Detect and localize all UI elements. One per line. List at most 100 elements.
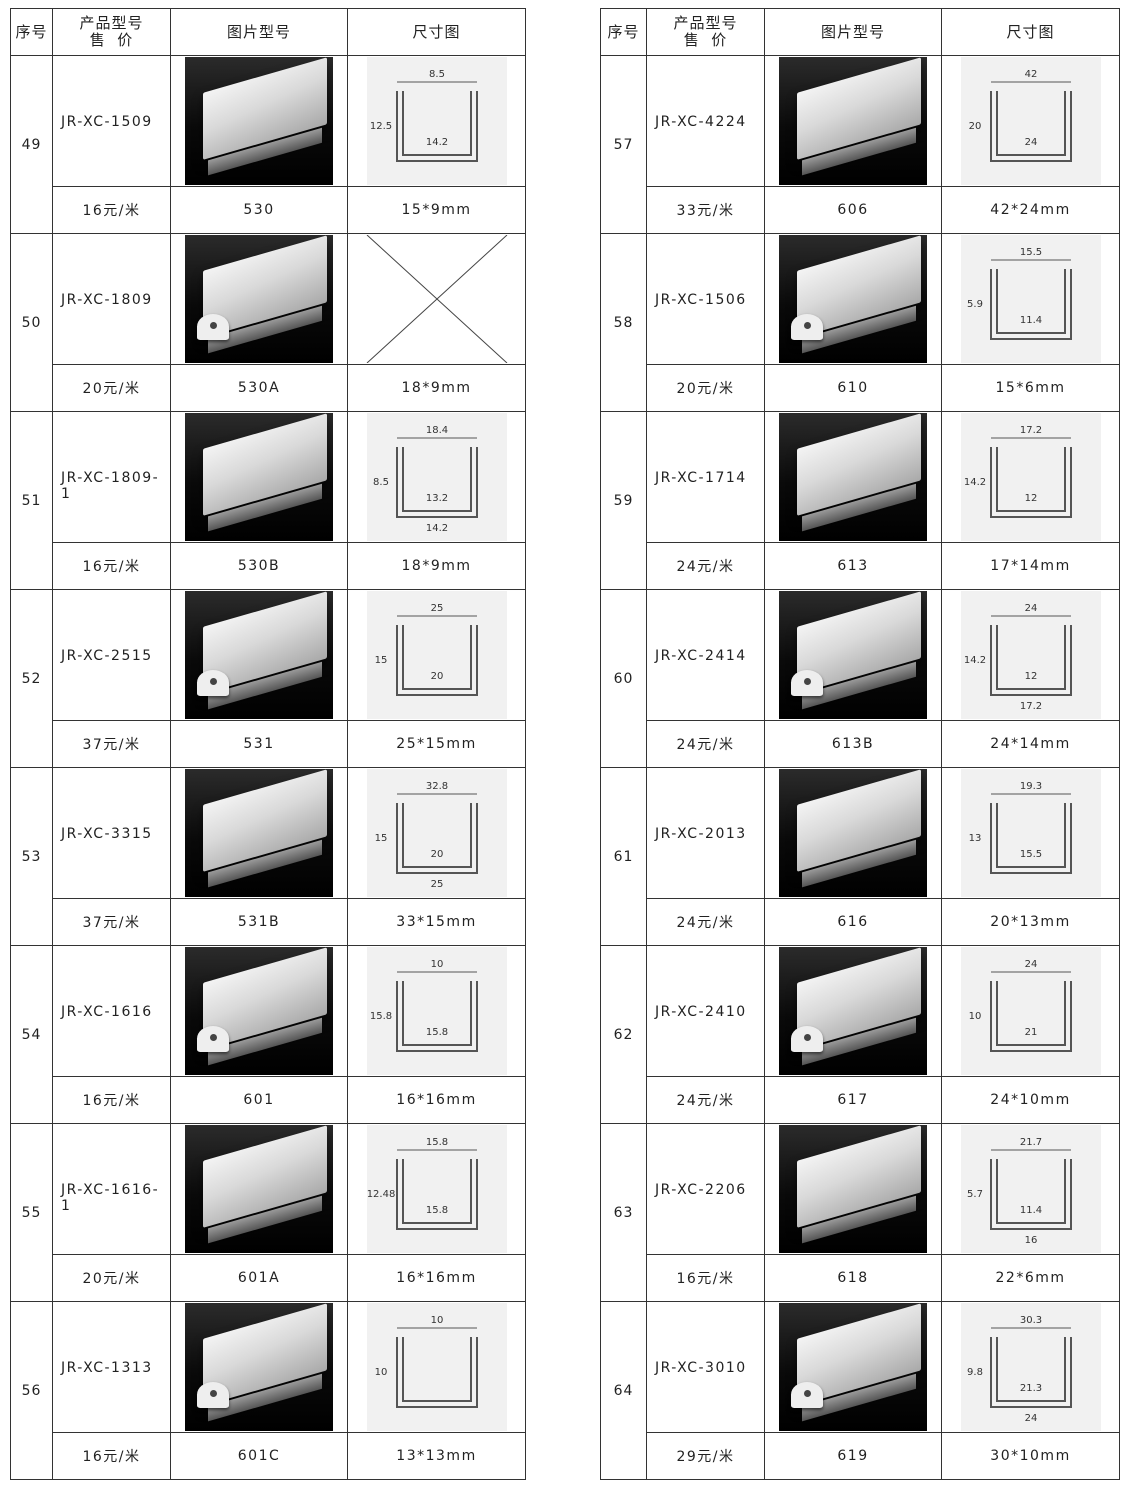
header-model-line1: 产品型号	[79, 14, 144, 32]
seq-number: 62	[600, 945, 647, 1124]
price-per-meter: 20元/米	[52, 1254, 171, 1302]
price-per-meter: 16元/米	[52, 1432, 171, 1480]
product-photo-cell	[764, 233, 942, 365]
seq-number: 60	[600, 589, 647, 768]
image-number: 530	[170, 186, 348, 234]
price-per-meter: 20元/米	[52, 364, 171, 412]
dimension-label: 14.2	[963, 477, 985, 488]
price-per-meter: 37元/米	[52, 898, 171, 946]
price-per-meter: 29元/米	[646, 1432, 765, 1480]
header-photo: 图片型号	[170, 8, 348, 56]
dimension-label: 13.2	[425, 493, 447, 504]
image-number: 601A	[170, 1254, 348, 1302]
header-model-line2: 售 价	[89, 31, 134, 49]
product-photo	[779, 769, 927, 897]
product-photo-cell	[170, 589, 348, 721]
model-number-cell: JR-XC-2515	[52, 589, 171, 721]
price-per-meter: 24元/米	[646, 1076, 765, 1124]
model-number: JR-XC-1509	[61, 114, 153, 130]
model-number-cell: JR-XC-4224	[646, 55, 765, 187]
dimension-label: 24	[1024, 959, 1037, 970]
price-per-meter: 16元/米	[52, 1076, 171, 1124]
aluminum-profile-image	[796, 769, 922, 872]
dimension-label: 15	[374, 655, 387, 666]
dimension-label: 12	[1024, 493, 1037, 504]
header-dims: 尺寸图	[941, 8, 1120, 56]
size-dimensions: 18*9mm	[347, 364, 526, 412]
product-photo-cell	[764, 1301, 942, 1433]
dimension-label: 18.4	[425, 425, 447, 436]
dimension-drawing	[348, 235, 525, 363]
model-number: JR-XC-1616-1	[61, 1182, 160, 1214]
dimension-label: 15.8	[425, 1027, 447, 1038]
header-row: 序号 产品型号售 价 图片型号 尺寸图	[10, 8, 526, 56]
dimension-label: 10	[430, 1315, 443, 1326]
product-photo-cell	[170, 411, 348, 543]
profile-outline	[989, 625, 1072, 696]
seq-number: 52	[10, 589, 53, 768]
model-number: JR-XC-1809-1	[61, 470, 160, 502]
product-photo-cell	[764, 1123, 942, 1255]
model-number: JR-XC-1714	[655, 470, 747, 486]
size-dimensions: 22*6mm	[941, 1254, 1120, 1302]
aluminum-profile-image	[202, 1125, 328, 1228]
dimension-label: 12.48	[367, 1189, 395, 1200]
price-per-meter: 16元/米	[52, 186, 171, 234]
price-per-meter: 20元/米	[646, 364, 765, 412]
product-photo-cell	[764, 767, 942, 899]
size-dimensions: 18*9mm	[347, 542, 526, 590]
dimension-label: 24	[1024, 137, 1037, 148]
size-dimensions: 20*13mm	[941, 898, 1120, 946]
product-photo	[185, 57, 333, 185]
product-photo	[185, 947, 333, 1075]
model-number: JR-XC-4224	[655, 114, 747, 130]
seq-number: 59	[600, 411, 647, 590]
header-seq: 序号	[10, 8, 53, 56]
model-number: JR-XC-1506	[655, 292, 747, 308]
product-photo-cell	[170, 1123, 348, 1255]
dimension-label: 42	[1024, 69, 1037, 80]
dimension-label: 10	[430, 959, 443, 970]
dimension-label: 8.5	[429, 69, 445, 80]
dimension-label: 5.9	[967, 299, 983, 310]
size-dimensions: 15*9mm	[347, 186, 526, 234]
image-number: 530A	[170, 364, 348, 412]
dimension-label: 14.2	[963, 655, 985, 666]
dimension-label: 32.8	[425, 781, 447, 792]
price-per-meter: 24元/米	[646, 720, 765, 768]
image-number: 617	[764, 1076, 942, 1124]
product-photo-cell	[170, 233, 348, 365]
profile-outline	[989, 447, 1072, 518]
model-number: JR-XC-3315	[61, 826, 153, 842]
image-number: 613	[764, 542, 942, 590]
profile-outline	[989, 803, 1072, 874]
size-dimensions: 16*16mm	[347, 1076, 526, 1124]
dimension-label: 21	[1024, 1027, 1037, 1038]
aluminum-profile-image	[796, 1125, 922, 1228]
dimension-label: 21.7	[1019, 1137, 1041, 1148]
